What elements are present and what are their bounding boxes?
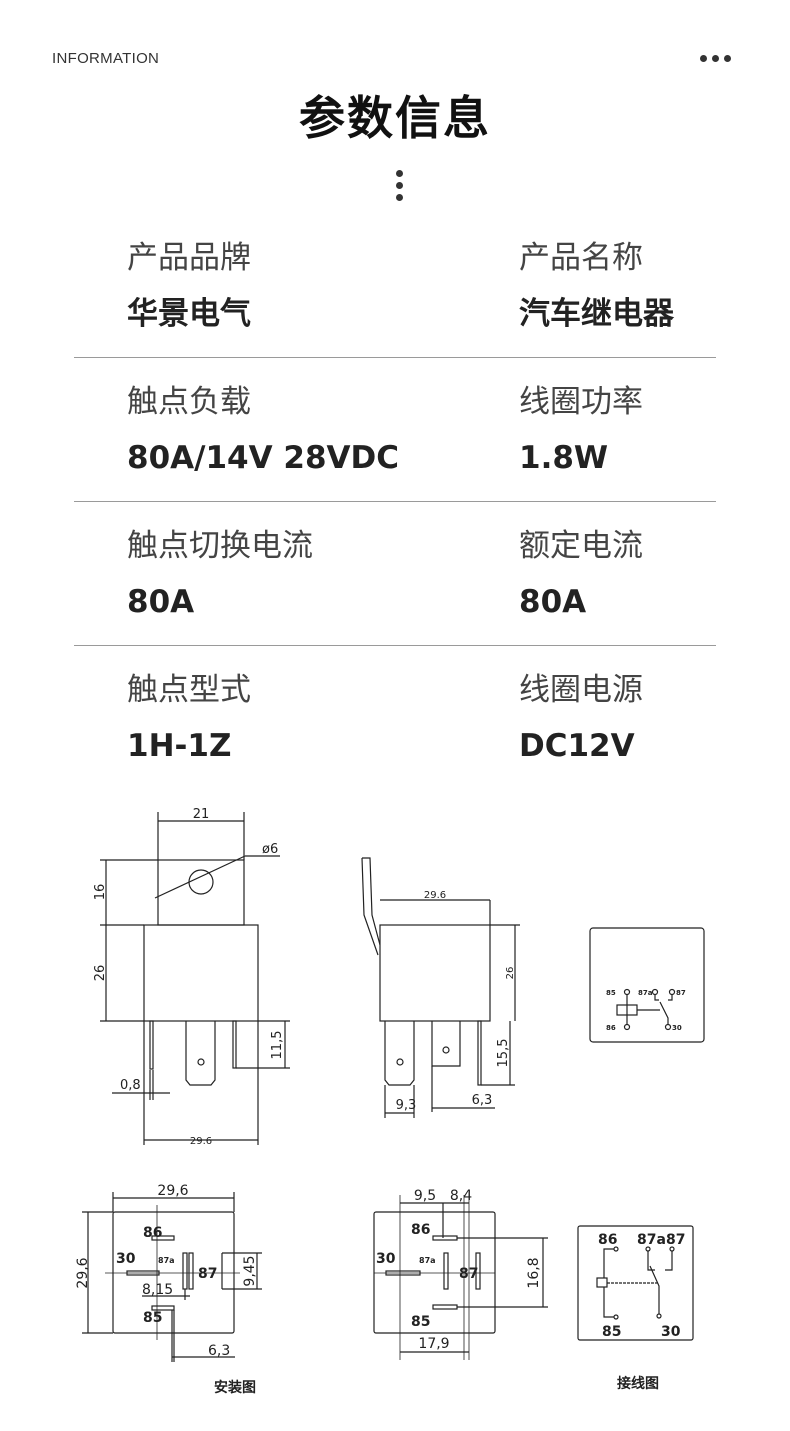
dim-label: 8,4 xyxy=(450,1188,472,1204)
dim-label: 6,3 xyxy=(208,1343,230,1359)
dim-label: 16 xyxy=(93,884,108,901)
mounting-drawing xyxy=(82,1192,262,1362)
terminal-label: 86 xyxy=(411,1222,430,1238)
spec-value: 80A xyxy=(127,584,195,620)
dim-label: 8,15 xyxy=(142,1282,173,1298)
page-title: 参数信息 xyxy=(299,91,491,145)
terminal-label: 87a xyxy=(637,1232,666,1248)
spec-value: 华景电气 xyxy=(127,296,251,332)
wiring-caption: 接线图 xyxy=(617,1375,659,1392)
terminal-label: 87a xyxy=(638,989,653,997)
bottom-view-drawing xyxy=(373,1195,548,1360)
spec-row: 触点负载 80A/14V 28VDC 线圈功率 1.8W xyxy=(74,382,716,526)
terminal-label: 87 xyxy=(666,1232,685,1248)
terminal-label: 86 xyxy=(143,1225,162,1241)
more-options-icon[interactable] xyxy=(700,55,731,62)
spec-label: 产品名称 xyxy=(519,240,643,276)
schematic-small-drawing xyxy=(589,927,705,1043)
dim-label: 9,45 xyxy=(242,1255,258,1286)
divider xyxy=(74,357,716,358)
spec-label: 产品品牌 xyxy=(127,240,251,276)
spec-label: 线圈电源 xyxy=(519,672,643,708)
dim-label: 26 xyxy=(93,965,108,982)
spec-value: 80A/14V 28VDC xyxy=(127,440,399,476)
spec-label: 触点型式 xyxy=(127,672,251,708)
dim-label: 17,9 xyxy=(418,1336,449,1352)
dim-label: 29,6 xyxy=(157,1183,188,1199)
terminal-label: 87 xyxy=(676,989,686,997)
wiring-drawing xyxy=(577,1225,694,1341)
dim-label: 29,6 xyxy=(75,1257,91,1288)
section-label: INFORMATION xyxy=(52,50,160,67)
side-view-drawing xyxy=(361,857,520,1118)
dim-label: 9,3 xyxy=(396,1098,417,1113)
terminal-label: 87a xyxy=(158,1256,175,1265)
spec-row: 触点型式 1H-1Z 线圈电源 DC12V xyxy=(74,670,716,814)
spec-label: 触点切换电流 xyxy=(127,528,313,564)
spec-value: 1H-1Z xyxy=(127,728,232,764)
dim-label: 15,5 xyxy=(496,1039,511,1068)
terminal-label: 85 xyxy=(411,1314,430,1330)
dim-label: 6,3 xyxy=(472,1093,493,1108)
spec-label: 触点负载 xyxy=(127,384,251,420)
terminal-label: 85 xyxy=(606,989,616,997)
terminal-label: 87 xyxy=(198,1266,217,1282)
terminal-label: 30 xyxy=(672,1024,682,1032)
relay-drawings: 21 ø6 16 26 11,5 0,8 29.6 29.6 26 15,5 9… xyxy=(75,807,705,1396)
terminal-label: 86 xyxy=(598,1232,617,1248)
terminal-label: 86 xyxy=(606,1024,616,1032)
dim-label: 0,8 xyxy=(120,1078,141,1093)
terminal-label: 85 xyxy=(602,1324,621,1340)
dim-label: 29.6 xyxy=(190,1136,212,1147)
spec-value: 1.8W xyxy=(519,440,609,476)
divider xyxy=(74,645,716,646)
terminal-label: 30 xyxy=(661,1324,681,1340)
dim-label: 9,5 xyxy=(414,1188,436,1204)
dim-label: 26 xyxy=(505,967,516,980)
terminal-label: 85 xyxy=(143,1310,162,1326)
spec-label: 线圈功率 xyxy=(519,384,643,420)
spec-value: 80A xyxy=(519,584,587,620)
spec-row: 触点切换电流 80A 额定电流 80A xyxy=(74,526,716,670)
spec-row: 产品品牌华景电气 产品名称汽车继电器 xyxy=(74,238,716,382)
mounting-caption: 安装图 xyxy=(214,1379,256,1396)
terminal-label: 87a xyxy=(419,1256,436,1265)
terminal-label: 30 xyxy=(116,1251,136,1267)
dim-label: 21 xyxy=(193,807,210,822)
dim-label: ø6 xyxy=(262,842,278,857)
dim-label: 29.6 xyxy=(424,890,446,901)
terminal-label: 30 xyxy=(376,1251,396,1267)
dim-label: 16,8 xyxy=(526,1257,542,1288)
spec-label: 额定电流 xyxy=(519,528,643,564)
front-view-drawing xyxy=(100,812,290,1145)
divider xyxy=(74,501,716,502)
vertical-dots-icon xyxy=(396,170,403,201)
terminal-label: 87 xyxy=(459,1266,478,1282)
dim-label: 11,5 xyxy=(270,1031,285,1060)
spec-value: DC12V xyxy=(519,728,635,764)
spec-value: 汽车继电器 xyxy=(519,296,674,332)
